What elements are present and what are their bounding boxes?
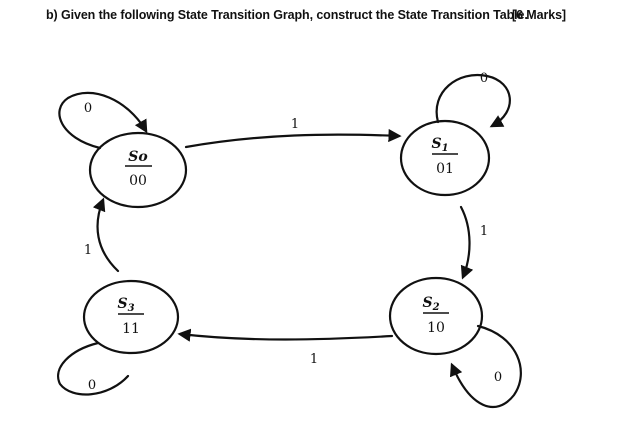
svg-text:S3: S3 [117, 296, 134, 314]
transition-s2-s3-label: 1 [310, 352, 318, 367]
state-s2: S2 10 [388, 276, 484, 356]
transition-s0-s0-label: 0 [84, 101, 92, 116]
state-s1: S1 01 [399, 119, 491, 197]
state-s3-name: S [117, 296, 127, 312]
transition-s1-s2-label: 1 [480, 224, 488, 239]
question-text: b) Given the following State Transition … [46, 8, 528, 22]
state-s0: So 00 [88, 131, 188, 209]
marks-label: [6 Marks] [512, 8, 566, 22]
transition-s3-s0: 1 [84, 197, 120, 273]
state-s3-sub: 3 [128, 303, 135, 314]
state-s1-sub: 1 [442, 143, 449, 154]
transition-s3-s0-label: 1 [84, 243, 92, 258]
state-s2-code: 10 [427, 320, 445, 336]
transition-s1-s1: 0 [435, 71, 511, 128]
svg-text:S1: S1 [431, 136, 448, 154]
transition-s0-s0: 0 [58, 91, 148, 150]
transition-s3-s3: 0 [57, 341, 130, 396]
transition-s1-s1-label: 0 [480, 71, 488, 86]
state-s1-name: S [431, 136, 441, 152]
transition-s1-s2: 1 [459, 205, 488, 280]
transition-s3-s3-label: 0 [88, 378, 96, 393]
state-s2-name: S [422, 295, 432, 311]
state-s0-name: So [128, 149, 147, 165]
transition-s2-s3: 1 [177, 328, 394, 367]
transition-s2-s2-label: 0 [494, 370, 502, 385]
transition-s2-s2: 0 [449, 324, 522, 409]
transition-s0-s1: 1 [184, 117, 402, 149]
state-s2-sub: 2 [432, 302, 440, 313]
transition-s0-s1-label: 1 [291, 117, 299, 132]
state-s3-code: 11 [122, 321, 140, 337]
state-s0-code: 00 [129, 173, 147, 189]
state-s3: S3 11 [82, 279, 180, 355]
state-s1-code: 01 [436, 161, 454, 177]
svg-text:S2: S2 [422, 295, 439, 313]
